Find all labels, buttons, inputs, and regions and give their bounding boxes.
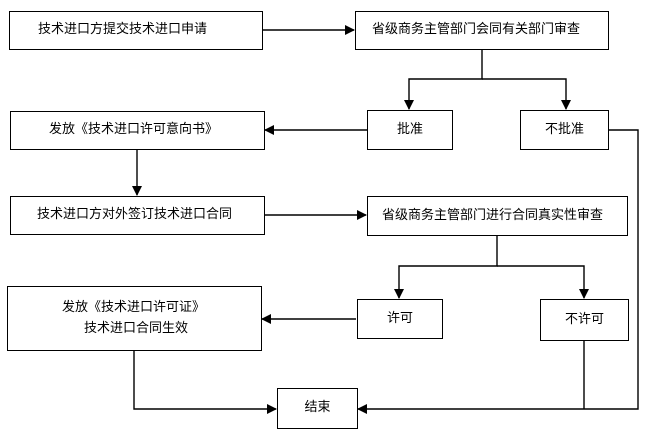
node-permit: 许可 [357, 299, 443, 339]
node-approve-label: 批准 [396, 121, 423, 137]
node-deny-label: 不许可 [564, 311, 604, 327]
arrow-to-deny [497, 265, 589, 299]
node-approve: 批准 [367, 110, 453, 150]
node-end: 结束 [277, 388, 358, 429]
node-review-label: 省级商务主管部门会同有关部门审查 [372, 22, 581, 38]
node-sign-contract-label: 技术进口方对外签订技术进口合同 [37, 207, 233, 223]
node-permit-label: 许可 [386, 310, 413, 326]
arrow-to-reject [482, 78, 571, 110]
node-reject: 不批准 [520, 110, 609, 150]
node-deny: 不许可 [540, 299, 629, 341]
node-intent-letter: 发放《技术进口许可意向书》 [10, 111, 265, 150]
node-review: 省级商务主管部门会同有关部门审查 [355, 11, 609, 50]
node-authenticity-review: 省级商务主管部门进行合同真实性审查 [367, 196, 628, 236]
arrow-reject-to-end [357, 129, 639, 414]
node-issue-license: 发放《技术进口许可证》 技术进口合同生效 [7, 286, 262, 351]
node-apply: 技术进口方提交技术进口申请 [9, 11, 263, 50]
node-reject-label: 不批准 [544, 121, 584, 137]
node-apply-label: 技术进口方提交技术进口申请 [38, 22, 208, 38]
node-sign-contract: 技术进口方对外签订技术进口合同 [10, 196, 265, 235]
node-contract-effective-label: 技术进口合同生效 [84, 320, 189, 336]
node-intent-letter-label: 发放《技术进口许可意向书》 [49, 122, 219, 138]
node-issue-license-label: 发放《技术进口许可证》 [62, 300, 206, 316]
node-authenticity-review-label: 省级商务主管部门进行合同真实性审查 [382, 207, 604, 223]
line-review2-split [394, 236, 498, 299]
arrow-license-to-end [133, 351, 277, 414]
node-end-label: 结束 [304, 400, 331, 416]
line-review-split [404, 50, 483, 110]
